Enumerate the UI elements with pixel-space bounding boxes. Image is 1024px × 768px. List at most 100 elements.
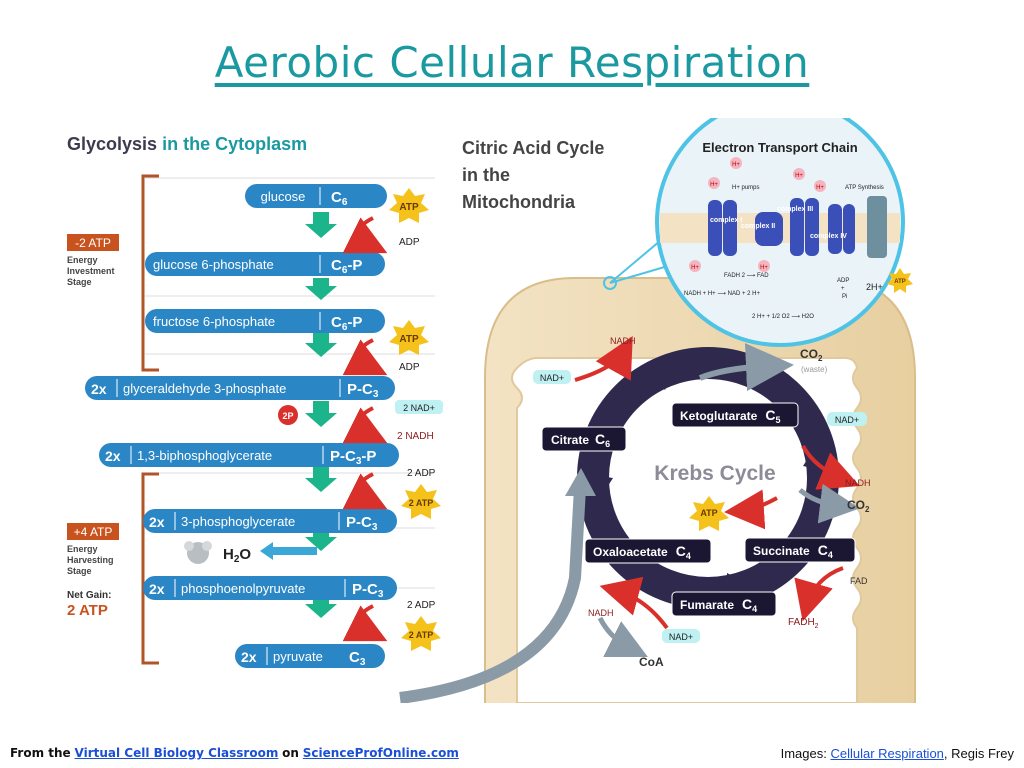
respiration-figure: Glycolysis in the Cytoplasm -2 ATP Energ… [55, 118, 920, 703]
h-plus-label: H+ [710, 182, 718, 188]
molecule-prefix: 2x [241, 649, 257, 665]
harvest-badge [67, 523, 119, 540]
nadh-line-label: NADH + H+ ⟶ NAD + 2 H+ [684, 291, 760, 297]
molecule-phosphoenolpyruvate [143, 576, 397, 600]
atp-label: ATP [399, 202, 419, 213]
footer-on-text: on [282, 746, 299, 760]
h-plus-ions: H+ H+ H+ H+ H+ H+ [689, 157, 826, 272]
glycolysis-atp-badges: ATP ADP ATP ADP 2P 2 NAD+ 2 NADH 2 ADP 2… [278, 188, 443, 651]
molecule-glucose [245, 184, 387, 208]
atp-star-icon [401, 616, 441, 651]
h-plus-label: H+ [760, 265, 768, 271]
respiration-diagram: Glycolysis in the Cytoplasm -2 ATP Energ… [67, 118, 916, 703]
nad-badge [662, 629, 700, 643]
glycolysis-molecules: glucose C6 glucose 6-phosphate C6-P fruc… [85, 184, 399, 668]
two-h-label: 2H+ [866, 282, 883, 292]
atp-star-icon [689, 496, 729, 531]
molecule-prefix: 2x [105, 448, 121, 464]
harvest-bracket [141, 472, 159, 665]
molecule-prefix: 2x [91, 381, 107, 397]
footer-credit: Images: Cellular Respiration, Regis Frey [781, 746, 1014, 761]
molecule-formula: C6-P [331, 314, 362, 333]
images-credit: , Regis Frey [943, 746, 1014, 761]
classroom-link[interactable]: Virtual Cell Biology Classroom [74, 746, 279, 760]
nadh-label: NADH [588, 608, 614, 618]
molecule-formula: C3 [349, 649, 366, 668]
pyruvate-to-cycle-arrow [399, 487, 586, 703]
krebs-cycle-label: Krebs Cycle [654, 462, 775, 485]
nad-badge [533, 370, 571, 384]
complex-iii [790, 198, 804, 256]
h-plus-label: H+ [691, 265, 699, 271]
glycolysis-side-arrows [342, 216, 388, 642]
atp-label: ATP [399, 334, 419, 345]
complex-iv [828, 204, 842, 254]
molecule-formula: P-C3 [347, 381, 379, 400]
investment-stage-label: Energy Investment Stage [67, 255, 117, 287]
investment-badge-text: -2 ATP [75, 236, 111, 250]
etc-atp-label: ATP [894, 279, 906, 285]
magnify-point [603, 276, 617, 290]
molecule-fructose-6-phosphate [145, 309, 385, 333]
two-nad-label: 2 NAD+ [403, 403, 435, 413]
footer-from-text: From the [10, 746, 71, 760]
co2-label: CO2 [800, 347, 823, 363]
molecule-name: fructose 6-phosphate [153, 314, 275, 329]
fadh-fad-label: FADH 2 ⟶ FAD [724, 273, 769, 279]
water-output: H2O [184, 541, 317, 565]
net-gain-label: Net Gain: [67, 590, 111, 601]
pumps-label: H+ pumps [732, 185, 760, 191]
nad-badge [827, 412, 867, 426]
site-link[interactable]: ScienceProfOnline.com [302, 746, 459, 760]
investment-badge [67, 234, 119, 251]
molecule-formula: P-C3 [346, 514, 378, 533]
krebs-side-reactions: NAD+ NADH CO2 (waste) NAD+ NADH CO2 ATP … [533, 336, 871, 669]
molecule-glucose-6-phosphate [145, 252, 385, 276]
molecule-formula: C6 [331, 189, 348, 208]
nadh-label: NADH [845, 478, 871, 488]
complex-label: complex IV [810, 233, 847, 240]
citrate-box [541, 426, 627, 452]
molecule-name: glyceraldehyde 3-phosphate [123, 381, 286, 396]
adp-label: ADP [399, 362, 420, 373]
two-atp-label: 2 ATP [409, 630, 434, 640]
fad-label: FAD [850, 576, 868, 586]
adp-p-label: ADP + Pi [837, 278, 851, 300]
net-gain-value: 2 ATP [67, 602, 108, 619]
oxaloacetate-box [584, 538, 712, 564]
glycolysis-step-arrows [305, 212, 337, 618]
phosphate-circle [278, 405, 298, 425]
water-line-label: 2 H+ + 1/2 O2 ⟶ H2O [752, 314, 814, 320]
molecule-formula: P-C3 [352, 581, 384, 600]
complex-label: complex I [710, 217, 742, 224]
molecule-name: phosphoenolpyruvate [181, 581, 305, 596]
nad-badge [395, 400, 443, 414]
complex-i [708, 200, 722, 256]
molecule-formula: C6-P [331, 257, 362, 276]
images-link[interactable]: Cellular Respiration [830, 746, 944, 761]
harvest-stage-label: Energy Harvesting Stage [67, 544, 116, 576]
h-plus-label: H+ [795, 173, 803, 179]
coa-label: CoA [639, 655, 664, 669]
atp-synthase [867, 196, 887, 258]
footer-source: From the Virtual Cell Biology Classroom … [10, 746, 459, 760]
adp-label: ADP [399, 237, 420, 248]
molecule-prefix: 2x [149, 514, 165, 530]
molecule-3-phosphoglycerate [143, 509, 397, 533]
h-plus-label: H+ [732, 162, 740, 168]
harvest-badge-text: +4 ATP [74, 525, 113, 539]
investment-bracket [141, 174, 159, 372]
succinate-box [744, 537, 856, 563]
ketoglutarate-box [671, 402, 799, 428]
complex-label: complex II [741, 223, 775, 230]
h-plus-label: H+ [816, 185, 824, 191]
co2-label: CO2 [847, 498, 870, 514]
etc-heading: Electron Transport Chain [702, 140, 857, 155]
fadh2-label: FADH2 [788, 617, 819, 630]
water-label: H2O [223, 546, 251, 565]
molecule-name: 3-phosphoglycerate [181, 514, 295, 529]
